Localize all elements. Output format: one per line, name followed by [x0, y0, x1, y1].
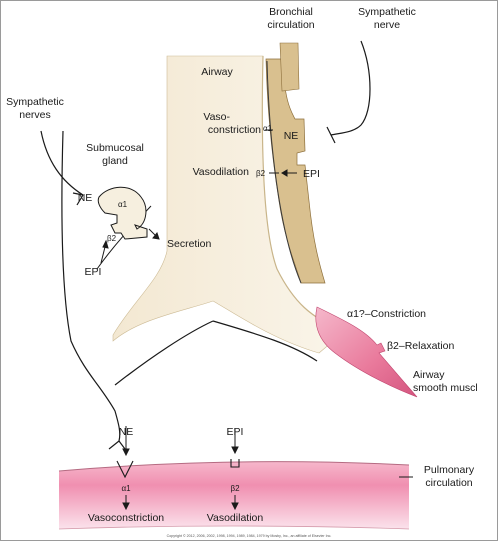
- sympathetic-nerve-top: [331, 41, 370, 135]
- beta2-top-label: β2: [256, 169, 266, 178]
- pulmonary-circulation-label-1: Pulmonary: [424, 464, 475, 476]
- vasoconstriction-top-label-1: Vaso-: [203, 111, 230, 123]
- ne-gland-label: NE: [78, 192, 93, 204]
- sympathetic-nerve-top-label-1: Sympathetic: [358, 6, 416, 18]
- airway-smooth-muscle-label-1: Airway: [413, 369, 445, 381]
- ne-top-label: NE: [284, 130, 299, 142]
- vasoconstriction-bottom-label: Vasoconstriction: [88, 512, 164, 524]
- sympathetic-nerve-left-b: [62, 131, 120, 441]
- beta2-gland-label: β2: [107, 234, 117, 243]
- bronchial-circulation-label-2: circulation: [267, 19, 314, 31]
- airway-label: Airway: [201, 66, 233, 78]
- airway-shape: [113, 56, 345, 353]
- airway-smooth-muscle-label-2: smooth muscl: [413, 382, 478, 394]
- secretion-label: Secretion: [167, 238, 212, 250]
- copyright-notice: Copyright © 2012, 2006, 2002, 1998, 1994…: [167, 534, 332, 538]
- airway-smooth-muscle: [316, 307, 417, 397]
- vasoconstriction-top-label-2: constriction: [208, 124, 261, 136]
- epi-top-label: EPI: [303, 168, 320, 180]
- ne-pulmonary-label: NE: [119, 426, 134, 438]
- vasodilation-bottom-label: Vasodilation: [207, 512, 264, 524]
- bronchial-circulation-vessel: [280, 43, 299, 91]
- alpha1-top-label: α1: [263, 124, 273, 133]
- sympathetic-nerves-left-label-1: Sympathetic: [6, 96, 64, 108]
- alpha1-constriction-label: α1?–Constriction: [347, 308, 426, 320]
- alpha1-gland-label: α1: [118, 200, 128, 209]
- submucosal-gland-label-2: gland: [102, 155, 128, 167]
- beta2-relaxation-label: β2–Relaxation: [387, 340, 454, 352]
- alpha1-pulmonary-label: α1: [121, 484, 131, 493]
- bronchus-left-branch-line: [115, 321, 213, 385]
- sympathetic-nerves-left-label-2: nerves: [19, 109, 51, 121]
- submucosal-gland: [98, 187, 147, 239]
- epi-pulmonary-label: EPI: [227, 426, 244, 438]
- vasodilation-top-label: Vasodilation: [193, 166, 250, 178]
- submucosal-gland-label-1: Submucosal: [86, 142, 144, 154]
- beta2-pulmonary-label: β2: [230, 484, 240, 493]
- epi-gland-label: EPI: [85, 266, 102, 278]
- bronchial-circulation-label-1: Bronchial: [269, 6, 313, 18]
- pulmonary-circulation-label-2: circulation: [425, 477, 472, 489]
- sympathetic-nerve-top-label-2: nerve: [374, 19, 400, 31]
